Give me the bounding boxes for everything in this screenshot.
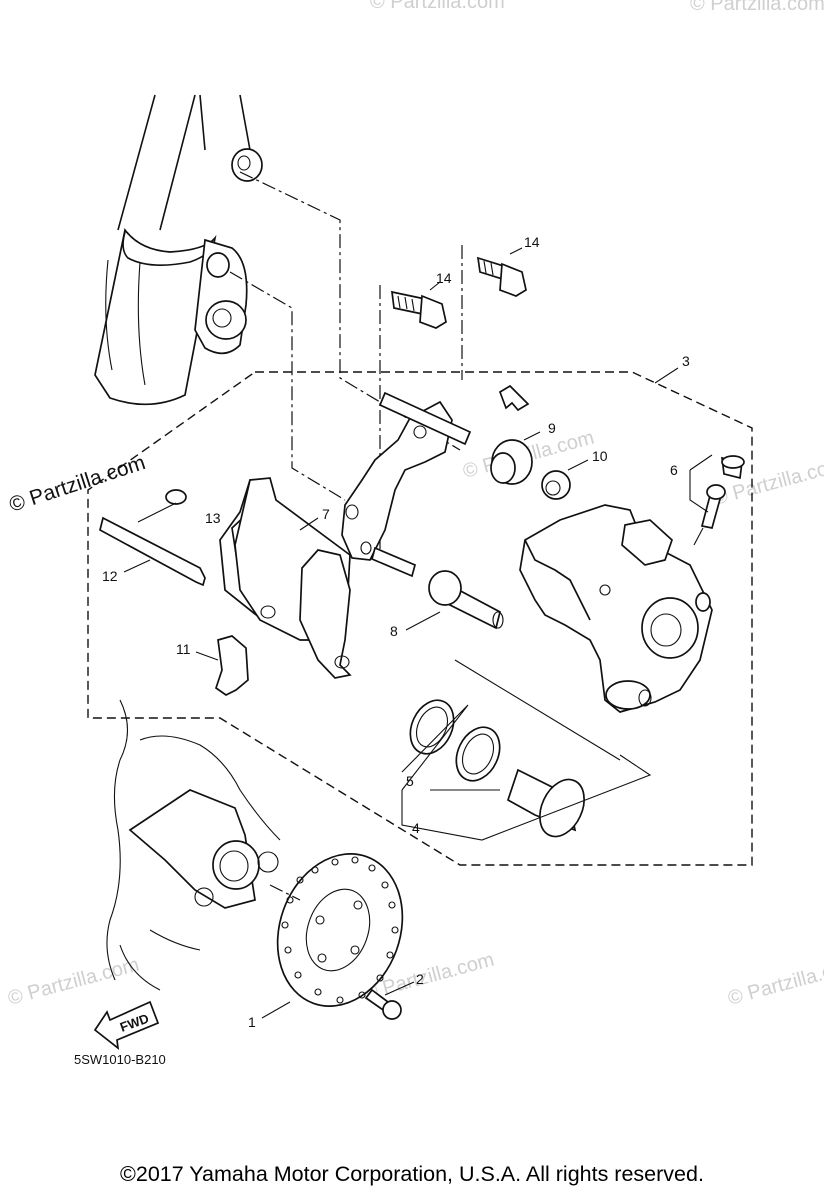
callout-8: 8 xyxy=(390,623,398,639)
watermark-top: © Partzilla.com xyxy=(370,0,505,13)
bleed-screw-6 xyxy=(693,455,745,546)
caliper-assembly-outline xyxy=(87,371,753,866)
watermark-bottom-right: © Partzilla.com xyxy=(726,954,824,1010)
disc-bolt-2 xyxy=(364,988,402,1020)
caliper-body xyxy=(519,504,713,713)
copyright-notice: ©2017 Yamaha Motor Corporation, U.S.A. A… xyxy=(120,1162,704,1186)
caliper-bracket xyxy=(341,391,472,578)
callout-2: 2 xyxy=(416,971,424,987)
callout-3: 3 xyxy=(682,353,690,369)
watermark-bottom-left: © Partzilla.com xyxy=(6,954,142,1010)
callout-14-left: 14 xyxy=(436,270,452,286)
wheel-hub xyxy=(106,699,281,991)
brake-pad-right xyxy=(299,549,352,679)
callout-9: 9 xyxy=(548,420,556,436)
callout-labels: 1 2 3 4 5 6 7 8 9 10 11 12 13 14 14 xyxy=(102,234,690,1030)
bolt-14-left xyxy=(391,290,447,329)
clip-13 xyxy=(165,489,187,505)
bolt-14-right xyxy=(476,256,527,297)
callout-14-right: 14 xyxy=(524,234,540,250)
callout-1: 1 xyxy=(248,1014,256,1030)
leader-lines xyxy=(123,247,589,1019)
callout-7: 7 xyxy=(322,506,330,522)
watermark-top-right: © Partzilla.com xyxy=(690,0,824,15)
caliper-pin-8 xyxy=(428,570,504,630)
front-fork xyxy=(94,94,263,406)
pad-spring-11 xyxy=(214,635,249,696)
pad-pin-12 xyxy=(99,516,206,587)
boot-10 xyxy=(541,470,571,500)
callout-13: 13 xyxy=(205,510,221,526)
fwd-arrow-icon: FWD xyxy=(93,1000,160,1050)
callout-4: 4 xyxy=(412,820,420,836)
diagram-code: 5SW1010-B210 xyxy=(74,1052,166,1067)
callout-10: 10 xyxy=(592,448,608,464)
callout-12: 12 xyxy=(102,568,118,584)
callout-6: 6 xyxy=(670,462,678,478)
pad-clip-top xyxy=(498,384,530,412)
watermarks: © Partzilla.com © Partzilla.com © Partzi… xyxy=(6,0,824,1010)
piston-seals-5 xyxy=(409,699,501,782)
callout-5: 5 xyxy=(406,773,414,789)
boot-9 xyxy=(490,439,533,485)
watermark-main: © Partzilla.com xyxy=(6,451,148,517)
callout-11: 11 xyxy=(176,641,191,657)
piston-4 xyxy=(506,768,585,838)
brake-disc xyxy=(276,853,404,1007)
